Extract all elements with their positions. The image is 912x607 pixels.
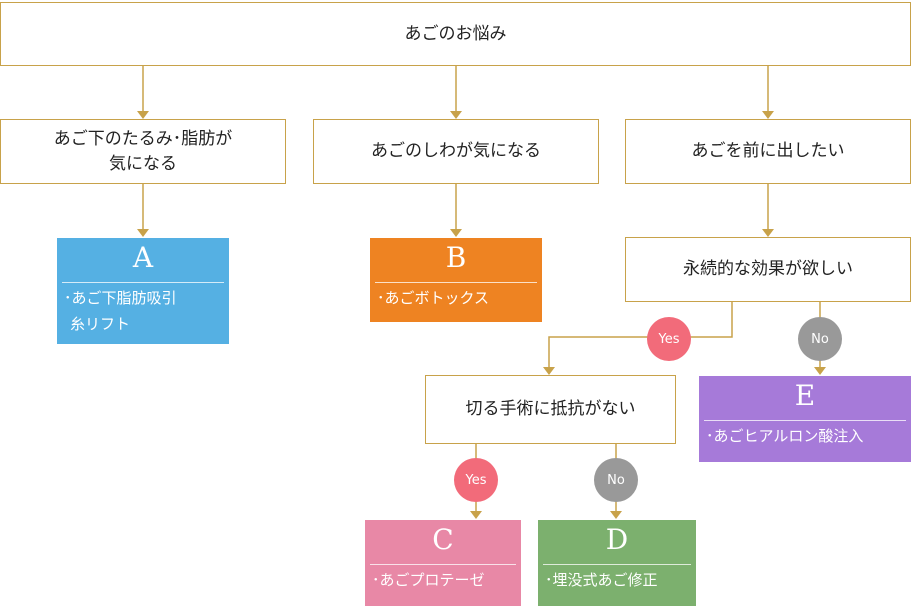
no-badge-no-cut: No <box>594 458 638 502</box>
question-no-cut: 切る手術に抵抗がない <box>425 375 676 444</box>
arrowhead-B <box>450 229 462 237</box>
result-D-divider <box>543 564 691 565</box>
result-A-item: 糸リフト <box>70 315 131 333</box>
result-B-item: ･あごボトックス <box>377 289 490 307</box>
question-sagging: あご下のたるみ･脂肪が 気になる <box>0 119 286 184</box>
arrowhead-E <box>814 367 826 375</box>
result-A-letter: A <box>132 241 154 274</box>
result-A-divider <box>62 282 224 283</box>
question-permanent: 永続的な効果が欲しい <box>625 237 911 302</box>
yes-badge-no-cut: Yes <box>454 458 498 502</box>
result-C-divider <box>370 564 516 565</box>
question-root: あごのお悩み <box>0 2 911 66</box>
arrowhead-protrude <box>762 111 774 119</box>
result-C-letter: C <box>432 523 454 556</box>
no-badge-permanent: No <box>798 317 842 361</box>
connector-permanent-yes <box>548 302 733 370</box>
arrowhead-nocut <box>543 367 555 375</box>
result-A: A ･あご下脂肪吸引 糸リフト <box>57 238 229 344</box>
result-D: D ･埋没式あご修正 <box>538 520 696 606</box>
arrowhead-C <box>470 511 482 519</box>
result-B: B ･あごボトックス <box>370 238 542 322</box>
result-C: C ･あごプロテーゼ <box>365 520 521 606</box>
yes-badge-permanent: Yes <box>647 317 691 361</box>
result-E-divider <box>704 420 906 421</box>
arrowhead-sagging <box>137 111 149 119</box>
result-D-letter: D <box>605 523 629 556</box>
arrowhead-permanent <box>762 229 774 237</box>
result-D-item: ･埋没式あご修正 <box>545 571 658 589</box>
result-E: E ･あごヒアルロン酸注入 <box>699 376 911 462</box>
result-B-letter: B <box>445 241 467 274</box>
arrowhead-A <box>137 229 149 237</box>
question-protrude: あごを前に出したい <box>625 119 911 184</box>
result-A-item: ･あご下脂肪吸引 <box>64 289 177 307</box>
result-E-letter: E <box>794 379 816 412</box>
result-C-item: ･あごプロテーゼ <box>372 571 485 589</box>
arrowhead-D <box>610 511 622 519</box>
result-E-item: ･あごヒアルロン酸注入 <box>706 427 864 445</box>
arrowhead-wrinkles <box>450 111 462 119</box>
question-wrinkles: あごのしわが気になる <box>313 119 599 184</box>
result-B-divider <box>375 282 537 283</box>
